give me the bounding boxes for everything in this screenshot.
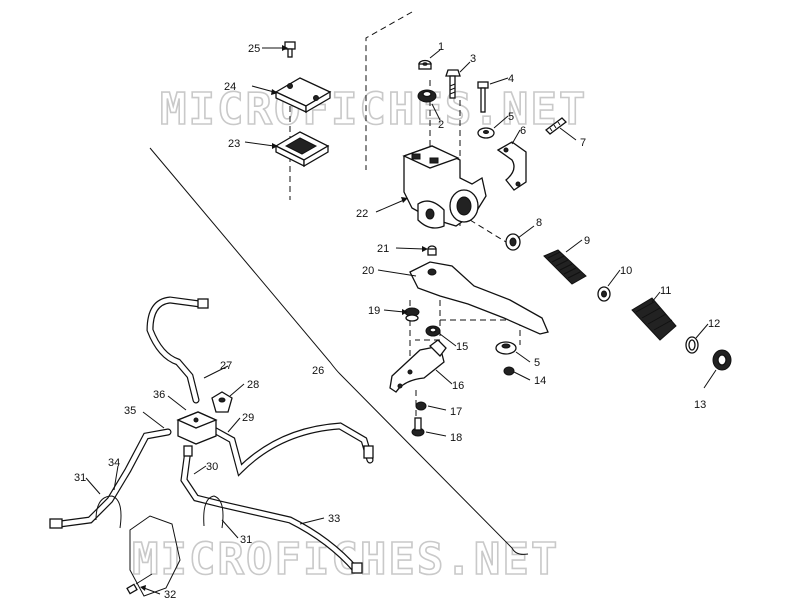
callout-4: 4 [508,73,514,85]
callout-29: 29 [242,412,254,424]
part-19-spring [404,307,420,322]
part-13-end-cap [712,349,732,371]
alignment-dashes [289,11,521,420]
part-28-banjo-bolt [211,391,233,413]
callout-31-right: 31 [240,534,252,546]
callout-15: 15 [456,341,468,353]
part-20-brake-lever [409,261,549,335]
part-3-bolt [445,69,461,99]
callout-9: 9 [584,235,590,247]
part-8-seal [505,233,521,251]
part-24-reservoir-cap [274,77,332,114]
part-21-bushing [427,245,437,256]
callout-21: 21 [377,243,389,255]
callout-25: 25 [248,43,260,55]
callout-1: 1 [438,41,444,53]
callout-10: 10 [620,265,632,277]
part-17-washer [415,401,427,411]
callout-7: 7 [580,137,586,149]
callout-20: 20 [362,265,374,277]
callout-35: 35 [124,405,136,417]
part-18-screw [411,417,425,437]
callout-19: 19 [368,305,380,317]
callout-23: 23 [228,138,240,150]
part-2-grommet [417,89,437,103]
part-31-clip-right [203,495,224,529]
part-25-screw [284,41,296,58]
callout-34: 34 [108,457,120,469]
part-5-washer-lower [495,341,517,355]
part-4-pin [477,81,489,113]
part-10-washer [597,286,611,302]
part-22-master-cylinder [402,145,487,229]
callout-18: 18 [450,432,462,444]
callout-27: 27 [220,360,232,372]
callout-28: 28 [247,379,259,391]
part-23-diaphragm [274,131,330,168]
callout-13: 13 [694,399,706,411]
part-32-screw [126,573,153,595]
callout-22: 22 [356,208,368,220]
callout-30: 30 [206,461,218,473]
callout-31-left: 31 [74,472,86,484]
callout-33: 33 [328,513,340,525]
part-6-clamp [496,141,527,191]
part-5-washer-upper [477,127,495,139]
part-11-piston-boot [631,297,677,341]
part-16-switch-bracket [389,339,447,393]
callout-26: 26 [312,365,324,377]
part-1-nut [418,59,432,70]
part-7-screw [545,117,567,135]
part-12-snap-ring [685,336,699,354]
leader-lines [85,45,717,595]
mounting-plate [129,515,181,597]
part-31-clip-left [95,495,122,529]
callout-3: 3 [470,53,476,65]
callout-8: 8 [536,217,542,229]
callout-5-upper: 5 [508,111,514,123]
callout-11: 11 [660,285,671,297]
callout-12: 12 [708,318,720,330]
callout-24: 24 [224,81,236,93]
hose-fittings [49,298,374,574]
brake-hose-assembly [56,296,374,574]
callout-17: 17 [450,406,462,418]
part-9-spring [543,249,587,285]
callout-16: 16 [452,380,464,392]
part-15-nut [425,325,441,337]
callout-14: 14 [534,375,546,387]
callout-labels: 25 24 23 1 2 3 4 5 6 7 22 21 20 8 9 10 1… [74,41,720,601]
callout-6: 6 [520,125,526,137]
section-divider-line [149,147,529,555]
callout-32: 32 [164,589,176,601]
part-14-nut [503,366,515,376]
callout-36: 36 [153,389,165,401]
callout-5-lower: 5 [534,357,540,369]
part-36-junction-block [176,411,218,445]
callout-2: 2 [438,119,444,131]
watermark-top: MICROFICHES.NET [160,84,587,135]
